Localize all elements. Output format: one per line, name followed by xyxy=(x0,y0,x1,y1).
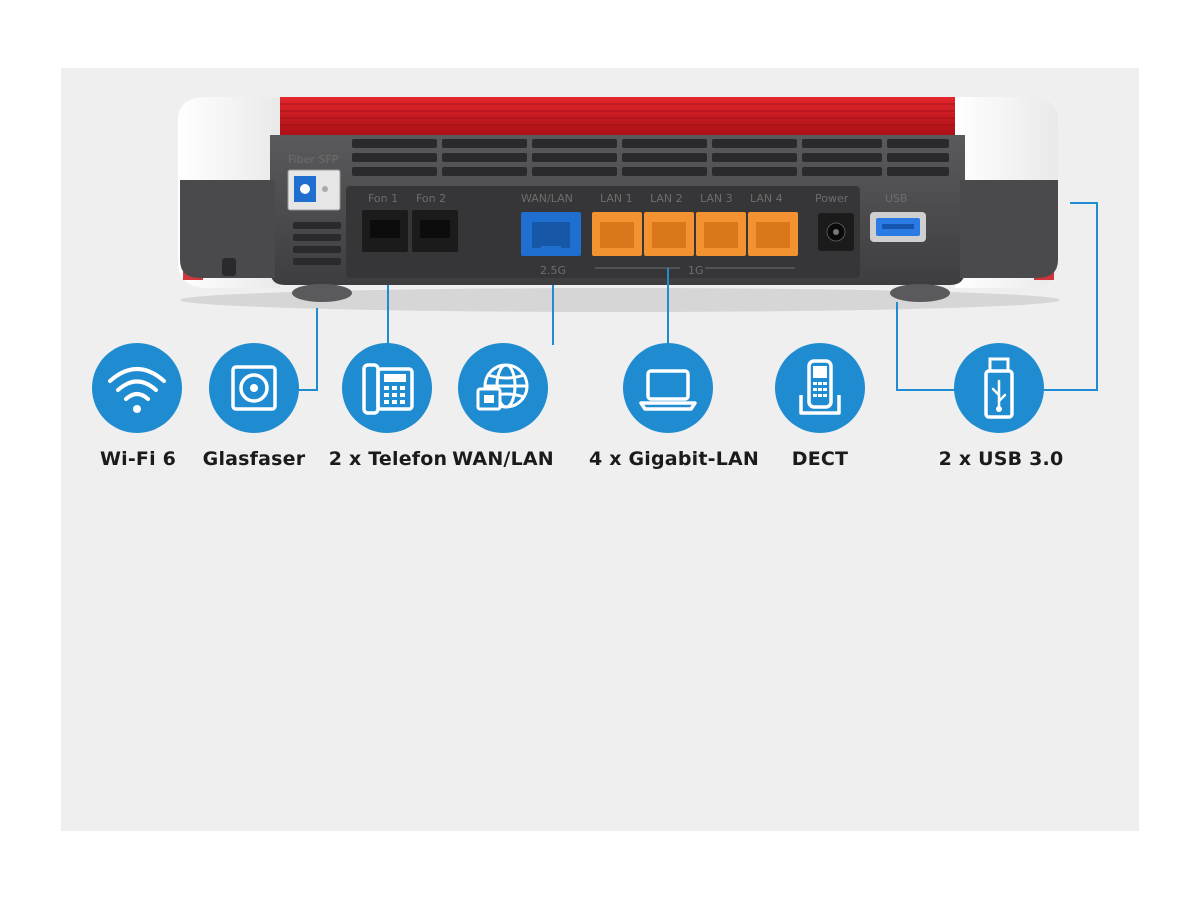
feature-label-wifi: Wi-Fi 6 xyxy=(99,448,177,470)
fiber-sfp-label: Fiber SFP xyxy=(288,153,339,166)
lan1-label: LAN 1 xyxy=(600,192,633,205)
feature-label-telephone: 2 x Telefon xyxy=(328,448,448,470)
wifi-icon xyxy=(92,343,182,433)
usb-stick-icon xyxy=(954,343,1044,433)
feature-label-gigabit-lan: 4 x Gigabit-LAN xyxy=(588,448,760,470)
feature-label-dect: DECT xyxy=(791,448,849,470)
lan-speed-label: 1G xyxy=(688,264,704,277)
feature-label-usb: 2 x USB 3.0 xyxy=(938,448,1064,470)
lan4-label: LAN 4 xyxy=(750,192,783,205)
lan3-label: LAN 3 xyxy=(700,192,733,205)
power-label: Power xyxy=(815,192,849,205)
globe-network-icon xyxy=(458,343,548,433)
fon2-label: Fon 2 xyxy=(416,192,446,205)
laptop-icon xyxy=(623,343,713,433)
feature-label-wan-lan: WAN/LAN xyxy=(452,448,554,470)
fiber-socket-icon xyxy=(209,343,299,433)
dect-phone-icon xyxy=(775,343,865,433)
wan-speed-label: 2.5G xyxy=(540,264,566,277)
wan-label: WAN/LAN xyxy=(521,192,573,205)
fon1-label: Fon 1 xyxy=(368,192,398,205)
router-red-top xyxy=(280,97,955,137)
feature-label-fiber: Glasfaser xyxy=(202,448,306,470)
lan2-label: LAN 2 xyxy=(650,192,683,205)
telephone-icon xyxy=(342,343,432,433)
usb-label: USB xyxy=(885,192,908,205)
